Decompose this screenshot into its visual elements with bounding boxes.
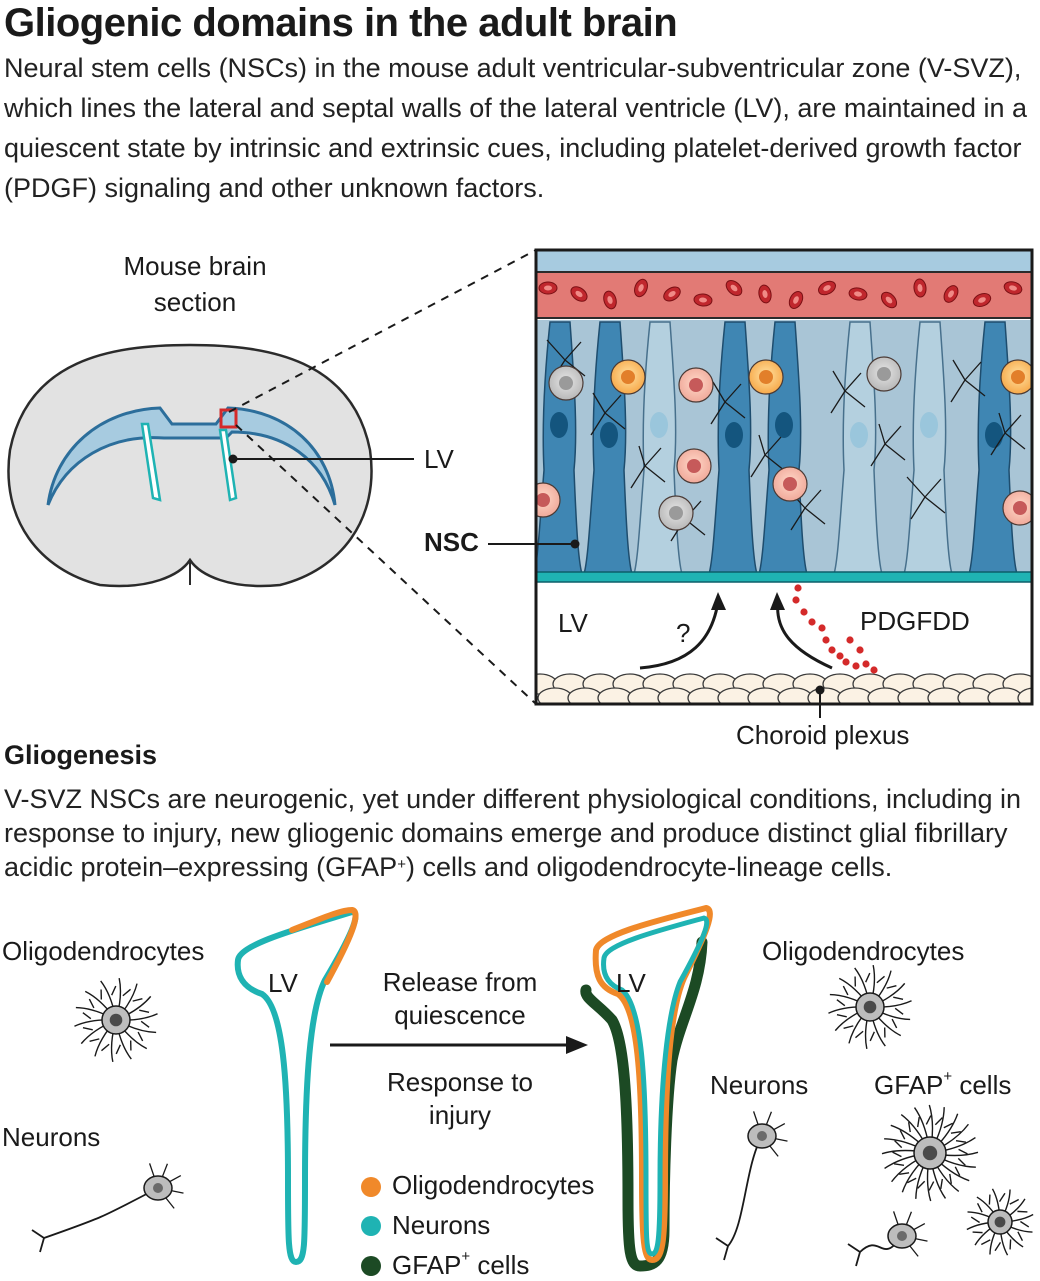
red-blood-cell <box>848 287 868 301</box>
right-oligodendrocytes-label: Oligodendrocytes <box>762 936 965 966</box>
gliogenesis-heading: Gliogenesis <box>4 740 158 770</box>
lv-label: LV <box>424 444 454 474</box>
bottom-cell-drawings <box>31 964 1034 1267</box>
right-neurons-label: Neurons <box>710 1070 809 1100</box>
red-blood-cells <box>538 278 1023 310</box>
intro-paragraph: Neural stem cells (NSCs) in the mouse ad… <box>4 53 1028 203</box>
pdgfdd-dots <box>792 584 878 674</box>
oligodendrocyte-drawing <box>74 977 158 1063</box>
legend-dots <box>361 1177 381 1276</box>
progenitor-cell <box>678 367 714 403</box>
oligodendrocyte-drawing <box>828 964 912 1050</box>
left-lv-label: LV <box>268 968 298 998</box>
ventricle-after <box>580 905 713 1272</box>
red-blood-cell <box>663 286 681 302</box>
choroid-plexus-cells <box>536 673 1032 704</box>
left-oligodendrocytes-label: Oligodendrocytes <box>2 936 205 966</box>
pdgfdd-dot <box>828 646 836 654</box>
red-blood-cell <box>758 284 772 304</box>
red-blood-cell <box>725 280 743 296</box>
red-blood-cell <box>693 293 713 307</box>
brain-section <box>7 249 537 705</box>
neuronal-process <box>546 339 586 383</box>
neuron-drawing <box>847 1211 928 1267</box>
pdgfdd-dot <box>856 646 864 654</box>
choroid-cell <box>1017 687 1032 704</box>
pdgfdd-dot <box>792 596 800 604</box>
pdgfdd-dot <box>818 624 826 632</box>
neuronal-process <box>950 359 986 403</box>
right-gfap-label: GFAP+ cells <box>874 1068 1012 1100</box>
progenitor-cell <box>748 359 784 395</box>
red-blood-cell <box>818 280 836 296</box>
neuronal-process <box>990 412 1026 456</box>
progenitor-cell <box>676 448 712 484</box>
pdgfdd-dot <box>808 618 816 626</box>
gfap-cell-drawing <box>966 1188 1034 1256</box>
pdgfdd-label: PDGFDD <box>860 606 970 636</box>
progenitor-cell <box>536 482 561 518</box>
nsc-cell <box>833 321 883 575</box>
neuronal-process <box>830 370 866 414</box>
neuronal-process <box>710 381 746 425</box>
progenitor-cell <box>866 356 902 392</box>
progenitor-cell <box>772 466 808 502</box>
red-blood-cell <box>880 291 898 309</box>
left-neurons-label: Neurons <box>2 1122 101 1152</box>
progenitor-cell <box>1002 490 1032 526</box>
red-blood-cell <box>972 292 992 308</box>
vsvz-inset <box>536 250 1032 704</box>
red-blood-cell <box>538 281 558 295</box>
neuronal-process <box>906 476 946 520</box>
neuronal-process <box>590 392 626 436</box>
release-label: Release from quiescence <box>382 967 538 1030</box>
pdgfdd-dot <box>842 658 850 666</box>
nsc-cell <box>708 321 758 575</box>
red-blood-cell <box>603 290 617 310</box>
pdgfdd-dot <box>836 652 844 660</box>
red-blood-cell <box>570 286 588 302</box>
ventricle-before <box>234 906 359 1265</box>
progenitor-cell <box>548 365 584 401</box>
neuron-drawing <box>31 1163 184 1253</box>
figure-title: Gliogenic domains in the adult brain <box>4 1 678 45</box>
pdgfdd-dot <box>822 636 830 644</box>
choroid-plexus-label: Choroid plexus <box>736 720 910 750</box>
neuronal-process <box>870 423 906 467</box>
neuronal-process <box>750 434 786 478</box>
right-lv-label: LV <box>616 968 646 998</box>
inset-lv-label: LV <box>558 608 588 638</box>
gliogenesis-paragraph: V-SVZ NSCs are neurogenic, yet under dif… <box>4 784 1022 882</box>
unknown-factor-label: ? <box>676 618 691 648</box>
red-blood-cell <box>634 278 648 298</box>
section-label: Mouse brain section <box>123 251 267 317</box>
red-blood-cell <box>1003 281 1023 295</box>
progenitor-cell <box>658 495 694 531</box>
neuron-drawing <box>715 1111 788 1261</box>
legend-neurons: Neurons <box>392 1210 491 1240</box>
pdgfdd-dot <box>794 584 802 592</box>
zoom-highlight-box <box>219 408 238 429</box>
pdgfdd-dot <box>862 660 870 668</box>
pdgfdd-dot <box>870 666 878 674</box>
nsc-label: NSC <box>424 527 479 557</box>
red-blood-cell <box>913 278 927 298</box>
legend-gfap-cells: GFAP+ cells <box>392 1248 530 1280</box>
pdgfdd-dot <box>800 608 808 616</box>
progenitor-cell <box>1000 359 1032 395</box>
neuronal-process <box>630 445 666 489</box>
injury-label: Response to injury <box>387 1067 533 1130</box>
progenitor-cell <box>610 359 646 395</box>
red-blood-cell <box>943 285 959 303</box>
legend-oligodendrocytes: Oligodendrocytes <box>392 1170 595 1200</box>
pdgfdd-dot <box>846 636 854 644</box>
gfap-cell-drawing <box>881 1104 979 1202</box>
red-blood-cell <box>788 290 804 310</box>
pdgfdd-dot <box>852 662 860 670</box>
